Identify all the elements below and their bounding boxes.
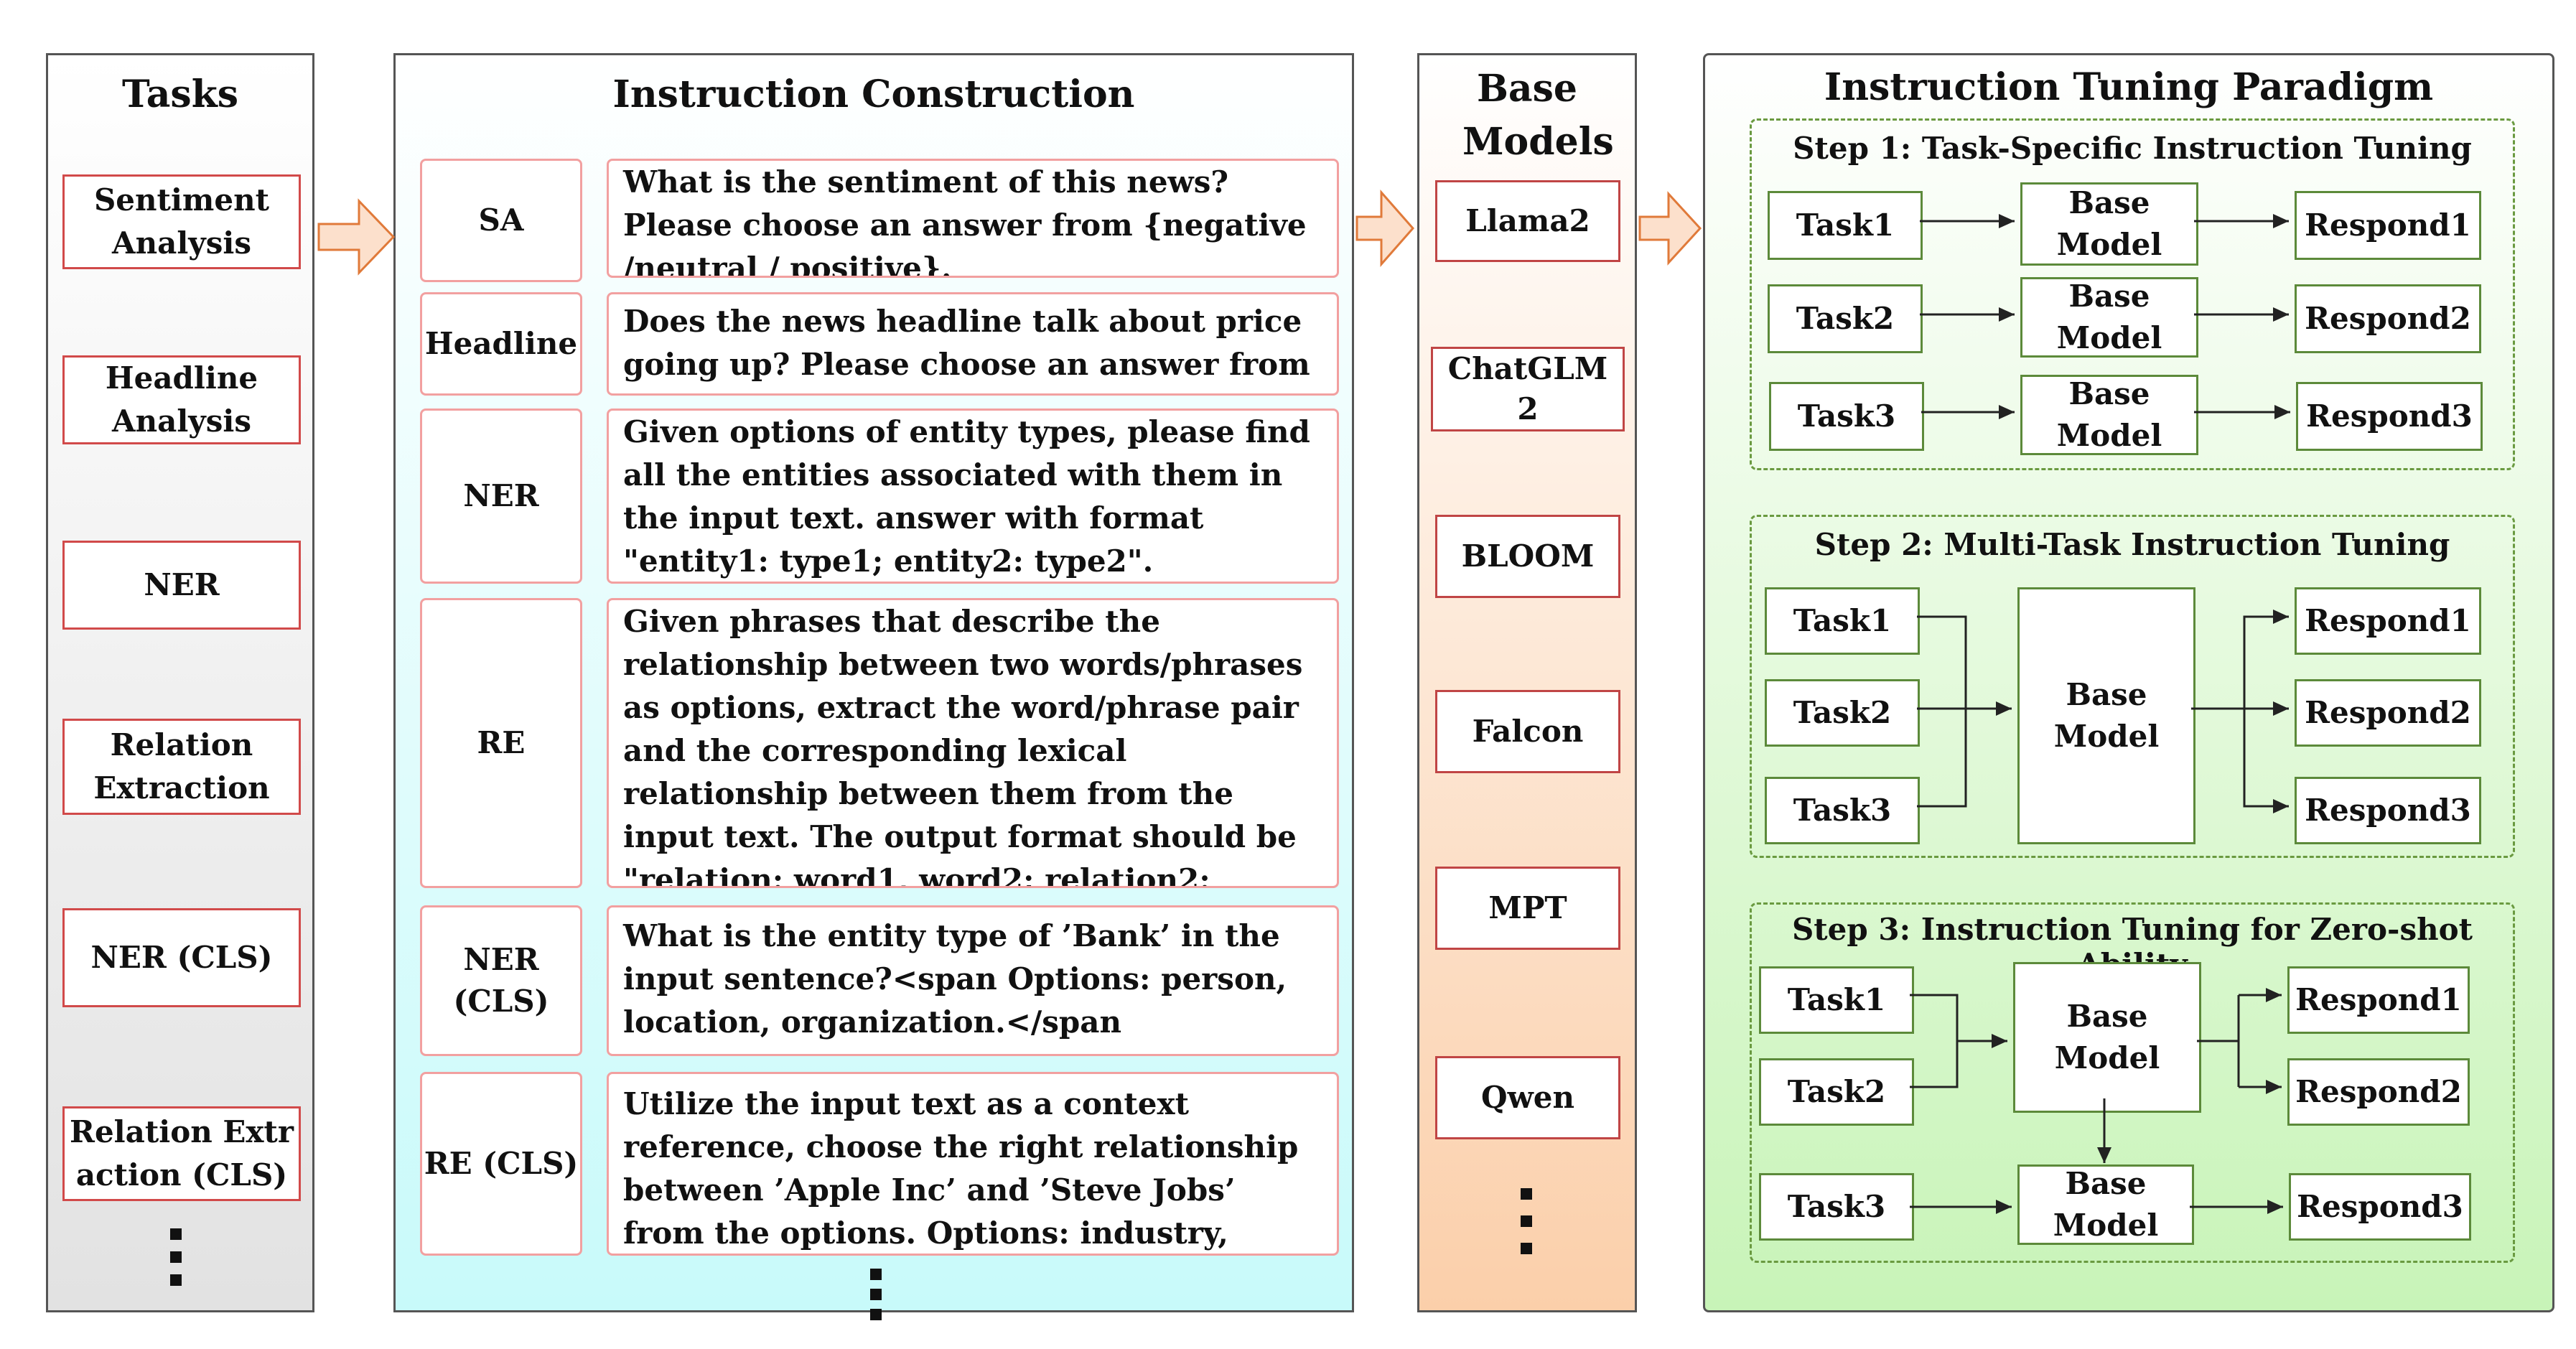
- step3-respond2: Respond2: [2287, 1058, 2470, 1126]
- instruction-title: Instruction Construction: [612, 73, 1135, 116]
- step3-title: Step 3: Instruction Tuning for Zero-shot…: [1791, 912, 2473, 982]
- step3-group: Step 3: Instruction Tuning for Zero-shot…: [1750, 902, 2515, 1263]
- instruction-ner: Given options of entity types, please fi…: [607, 409, 1339, 584]
- label-re-cls: RE (CLS): [420, 1072, 582, 1256]
- instruction-headline: Does the news headline talk about price …: [607, 292, 1339, 396]
- paradigm-title: Instruction Tuning Paradigm: [1824, 65, 2434, 109]
- label-headline: Headline: [420, 292, 582, 396]
- step3-respond3: Respond3: [2289, 1173, 2471, 1241]
- model-chatglm2: ChatGLM 2: [1431, 347, 1625, 431]
- step1-task3: Task3: [1769, 382, 1924, 451]
- step2-respond1: Respond1: [2295, 587, 2481, 655]
- models-panel: Base Models Llama2 ChatGLM 2 BLOOM Falco…: [1417, 53, 1637, 1312]
- step1-group: Step 1: Task-Specific Instruction Tuning…: [1750, 118, 2515, 470]
- step2-task2: Task2: [1765, 679, 1920, 747]
- block-arrow-instruction-to-models: [1355, 190, 1414, 267]
- step3-task3: Task3: [1759, 1173, 1914, 1241]
- step3-respond1: Respond1: [2287, 966, 2470, 1034]
- step3-model-bottom: Base Model: [2017, 1164, 2194, 1245]
- step1-title: Step 1: Task-Specific Instruction Tuning: [1793, 131, 2472, 166]
- tasks-panel: Tasks Sentiment Analysis Headline Analys…: [46, 53, 314, 1312]
- model-mpt: MPT: [1435, 867, 1620, 950]
- block-arrow-tasks-to-instruction: [317, 198, 396, 276]
- step1-task2: Task2: [1768, 284, 1923, 353]
- step1-task1: Task1: [1768, 191, 1923, 260]
- step1-model3: Base Model: [2020, 375, 2198, 455]
- step3-task1: Task1: [1759, 966, 1914, 1034]
- step2-group: Step 2: Multi-Task Instruction Tuning Ta…: [1750, 515, 2515, 858]
- step2-connectors: [1917, 610, 2289, 813]
- tasks-title: Tasks: [122, 73, 238, 116]
- task-sentiment-analysis: Sentiment Analysis: [62, 174, 301, 269]
- step1-model1: Base Model: [2020, 182, 2198, 266]
- step3-task2: Task2: [1759, 1058, 1914, 1126]
- step1-connectors: [1920, 214, 2290, 419]
- step1-respond2: Respond2: [2295, 284, 2481, 353]
- model-llama2: Llama2: [1435, 180, 1620, 262]
- model-bloom: BLOOM: [1435, 515, 1620, 598]
- task-headline-analysis: Headline Analysis: [62, 355, 301, 444]
- step2-task3: Task3: [1765, 777, 1920, 844]
- instruction-ner-cls: What is the entity type of ’Bank’ in the…: [607, 905, 1339, 1056]
- step2-title: Step 2: Multi-Task Instruction Tuning: [1814, 527, 2450, 562]
- label-sa: SA: [420, 159, 582, 282]
- task-ner-cls: NER (CLS): [62, 908, 301, 1007]
- step2-respond2: Respond2: [2295, 679, 2481, 747]
- instruction-panel: Instruction Construction SA What is the …: [393, 53, 1354, 1320]
- label-ner-cls: NER (CLS): [420, 905, 582, 1056]
- instruction-more-dots: [870, 1269, 882, 1332]
- paradigm-panel: Instruction Tuning Paradigm Step 1: Task…: [1703, 53, 2554, 1312]
- step3-model-top: Base Model: [2013, 962, 2201, 1113]
- model-qwen: Qwen: [1435, 1056, 1620, 1139]
- label-ner: NER: [420, 409, 582, 584]
- step2-model: Base Model: [2017, 587, 2195, 844]
- task-relation-extraction: Relation Extraction: [62, 719, 301, 815]
- models-more-dots: [1521, 1188, 1532, 1266]
- task-ner: NER: [62, 541, 301, 630]
- task-relation-extraction-cls: Relation Extr action (CLS): [62, 1106, 301, 1201]
- step1-model2: Base Model: [2020, 277, 2198, 358]
- models-title: Base Models: [1462, 67, 1614, 164]
- step2-respond3: Respond3: [2295, 777, 2481, 844]
- step1-respond3: Respond3: [2296, 382, 2483, 451]
- step3-connectors: [1910, 988, 2283, 1214]
- instruction-sa: What is the sentiment of this news? Plea…: [607, 159, 1339, 278]
- step1-respond1: Respond1: [2295, 191, 2481, 260]
- model-falcon: Falcon: [1435, 690, 1620, 773]
- label-re: RE: [420, 598, 582, 888]
- instruction-re-cls: Utilize the input text as a context refe…: [607, 1072, 1339, 1256]
- block-arrow-models-to-paradigm: [1638, 191, 1702, 266]
- tasks-more-dots: [170, 1228, 182, 1297]
- instruction-re: Given phrases that describe the relation…: [607, 598, 1339, 888]
- step2-task1: Task1: [1765, 587, 1920, 655]
